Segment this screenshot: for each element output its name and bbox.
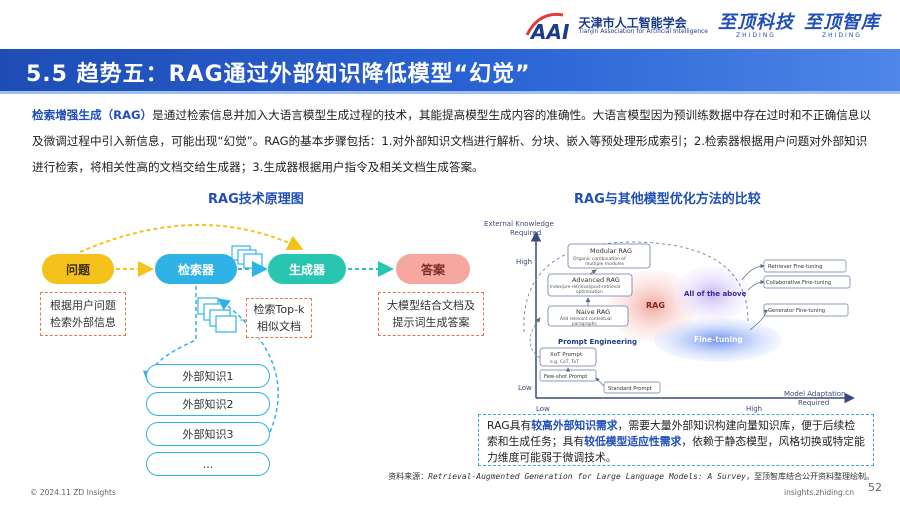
rag-note-box: RAG具有较高外部知识需求，需要大量外部知识构建向量知识库，便于后续检索和生成任… [478, 414, 874, 466]
brand-zhiding-tech-cn: 至顶科技 [718, 11, 794, 33]
modular-rag-sub1: Organic combination of [573, 256, 626, 262]
standard-label: Standard Prompt [608, 386, 652, 392]
y-axis-title-1: External Knowledge [484, 220, 554, 228]
y-high: High [516, 258, 532, 266]
intro-text: 是通过检索信息并加入大语言模型生成过程的技术，其能提高模型生成内容的准确性。大语… [32, 108, 871, 174]
knowledge-item-2: 外部知识2 [146, 392, 270, 416]
tai-logo-en: Tianjin Association for Artificial Intel… [578, 28, 708, 36]
intro-highlight: 检索增强生成（RAG） [32, 108, 153, 122]
xot-sub: e.g. CoT, ToT [550, 359, 579, 365]
arrow-question-generator [79, 224, 304, 253]
source-prefix: 资料来源： [388, 472, 429, 481]
rag-principle-diagram: 问题 检索器 生成器 答案 根据用户问题检索外部信息 检索Top-k 相似文档 大… [0, 180, 484, 480]
note-answer: 大模型结合文档及提示词生成答案 [378, 292, 484, 336]
source-paper: Retrieval-Augmented Generation for Large… [428, 472, 746, 481]
x-axis-title-1: Model Adaptation [784, 390, 846, 398]
node-retriever: 检索器 [155, 254, 237, 284]
advanced-rag-label: Advanced RAG [572, 276, 620, 284]
fine-tuning-label: Fine-tuning [694, 335, 743, 344]
region-outline [523, 241, 749, 333]
footer-copyright: © 2024.11 ZD Insights [30, 488, 116, 497]
tai-logo-cn: 天津市人工智能学会 [578, 15, 687, 30]
note-part3: ，依赖于静态模型，风格切换或特定能力维度可能弱于微调技术。 [487, 435, 865, 464]
note-highlight2: 较低模型适应性需求 [584, 435, 682, 448]
naive-rag-sub1: Add relevant contextual [560, 316, 612, 322]
left-section-title: RAG技术原理图 [208, 192, 304, 207]
footer-url: insights.zhiding.cn [784, 488, 854, 497]
xot-box [539, 347, 597, 367]
standard-box [603, 381, 661, 394]
brand-zhiding-think-cn: 至顶智库 [804, 11, 880, 33]
note-answer-line2: 提示词生成答案 [392, 316, 470, 329]
modular-rag-label: Modular RAG [590, 247, 632, 255]
y-axis-title-2: Required [510, 229, 541, 237]
note-answer-line1: 大模型结合文档及 [387, 299, 475, 312]
header-logos: AAI 天津市人工智能学会 Tianjin Association for Ar… [523, 6, 880, 46]
node-question: 问题 [42, 254, 114, 284]
rag-label: RAG [646, 301, 665, 310]
note-topk: 检索Top-k 相似文档 [246, 298, 312, 338]
naive-rag-sub2: paragraphs [572, 321, 597, 327]
x-high: High [746, 405, 762, 413]
advanced-rag-sub1: Index/pre-retrieval/post-retrieval [550, 284, 620, 290]
note-part1: RAG具有 [487, 419, 532, 432]
knowledge-item-3: 外部知识3 [146, 422, 270, 446]
generator-ft-label: Generator Fine-tuning [768, 308, 825, 314]
right-section-title: RAG与其他模型优化方法的比较 [574, 192, 761, 207]
note-topk-line1: 检索Top-k [253, 303, 305, 316]
advanced-rag-sub2: optimization [576, 289, 603, 295]
all-above-blob [674, 266, 750, 322]
intro-paragraph: 检索增强生成（RAG）是通过检索信息并加入大语言模型生成过程的技术，其能提高模型… [32, 102, 872, 180]
title-bar: 5.5 趋势五：RAG通过外部知识降低模型“幻觉” [0, 49, 900, 91]
brand-zhiding-tech: 至顶科技 ZHIDING [718, 11, 794, 39]
all-above-label: All of the above [684, 290, 747, 298]
note-question-line2: 检索外部信息 [50, 316, 116, 329]
tai-logo-icon: AAI [525, 12, 570, 43]
y-low: Low [518, 384, 532, 392]
retriever-ft-label: Retriever Fine-tuning [768, 264, 822, 270]
note-question: 根据用户问题检索外部信息 [40, 292, 126, 336]
xot-label: XoT Prompt [550, 352, 583, 358]
collab-ft-label: Collaborative Fine-tuning [766, 280, 831, 286]
note-part2: ，需要大量外部知识构建向量知识库，便于后续检索和生成任务；具有 [487, 419, 856, 448]
x-low: Low [536, 405, 550, 413]
fine-tuning-blob [654, 318, 782, 362]
prompt-eng-label: Prompt Engineering [558, 338, 637, 346]
few-shot-label: Few-shot Prompt [544, 374, 587, 380]
knowledge-item-more: ... [146, 452, 270, 476]
svg-text:AAI: AAI [529, 20, 570, 43]
brand-zhiding-tech-en: ZHIDING [736, 31, 776, 39]
topk-docs-icon [197, 297, 237, 333]
brand-zhiding-think: 至顶智库 ZHIDING [804, 11, 880, 39]
source-suffix: ，至顶智库结合公开资料整理绘制。 [746, 472, 874, 481]
node-answer: 答案 [396, 254, 470, 284]
note-highlight1: 较高外部知识需求 [531, 419, 618, 432]
tai-logo: AAI 天津市人工智能学会 Tianjin Association for Ar… [523, 9, 708, 43]
page-title: 5.5 趋势五：RAG通过外部知识降低模型“幻觉” [26, 62, 531, 87]
knowledge-item-1: 外部知识1 [146, 364, 270, 388]
rag-diagram-arrows [79, 224, 394, 433]
naive-rag-label: Naive RAG [576, 308, 610, 316]
rag-comparison-figure: External Knowledge Required High Low Mod… [480, 214, 890, 414]
source-line: 资料来源：Retrieval-Augmented Generation for … [388, 471, 874, 482]
arrow-knowledge-topk [217, 298, 279, 433]
modular-rag-box [567, 243, 651, 269]
title-bar-stripe [0, 91, 900, 94]
x-axis-title-2: Required [798, 399, 829, 407]
modular-rag-sub2: multiple modules [585, 261, 625, 267]
note-topk-line2: 相似文档 [257, 320, 301, 333]
note-question-line1: 根据用户问题 [50, 299, 116, 312]
page-number: 52 [868, 481, 882, 494]
comparison-svg: External Knowledge Required High Low Mod… [484, 220, 855, 413]
brand-zhiding-think-en: ZHIDING [822, 31, 862, 39]
node-generator: 生成器 [268, 254, 346, 284]
